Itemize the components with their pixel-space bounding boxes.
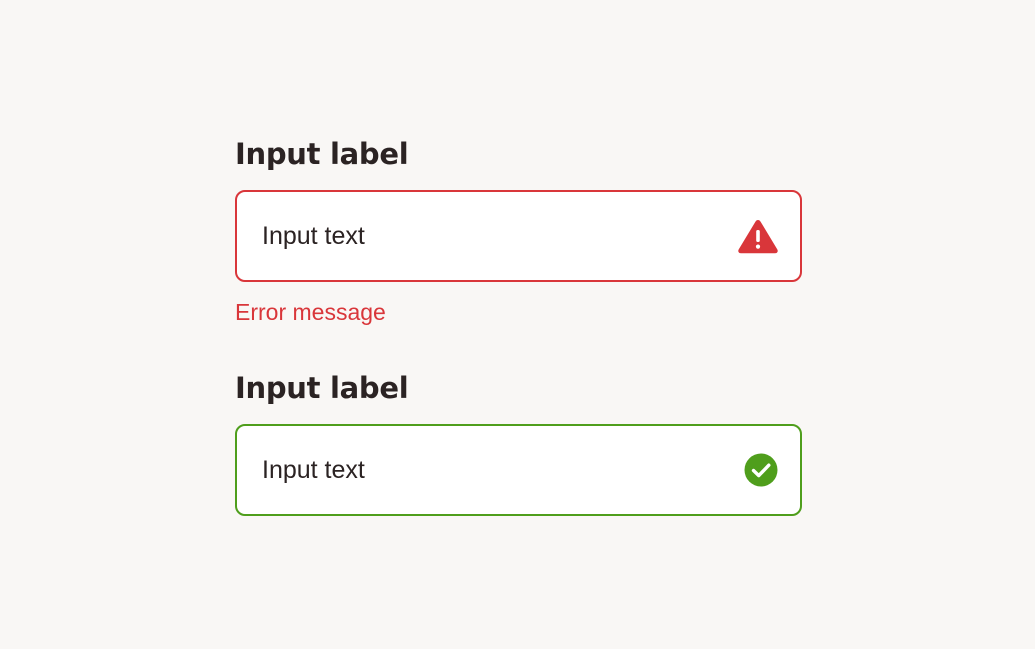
text-input-error[interactable] (235, 190, 802, 282)
input-field-error[interactable] (262, 192, 722, 280)
warning-triangle-shape (738, 220, 778, 254)
input-field-success[interactable] (262, 426, 722, 514)
text-input-success[interactable] (235, 424, 802, 516)
error-message: Error message (235, 299, 386, 325)
warning-triangle-icon (737, 218, 778, 254)
field-label-success: Input label (235, 371, 409, 405)
field-label-error: Input label (235, 137, 409, 171)
checkmark-circle-shape (744, 453, 778, 487)
checkmark-circle-icon (744, 453, 778, 487)
